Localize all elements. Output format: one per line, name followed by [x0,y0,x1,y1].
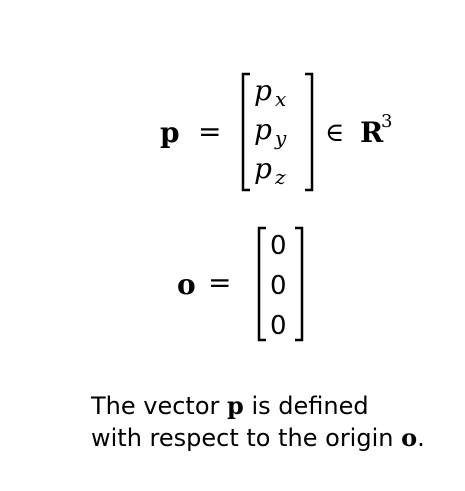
real-space-symbol: R [360,116,384,149]
vector-entry-z: p z [254,152,286,189]
caption-line-2: with respect to the origin o. [91,422,451,454]
caption-text: . [417,424,425,452]
equals-sign: = [208,266,231,299]
zero-entry: 0 [270,271,287,301]
exponent: 3 [381,111,392,132]
o-symbol: o [177,268,196,301]
caption-text: with respect to the origin [91,424,402,452]
left-bracket [241,72,250,192]
entry-subscript: x [275,87,286,111]
equation-p: p = p x p y p z ∈ R 3 [160,72,392,192]
caption: The vector p is defined with respect to … [91,390,451,454]
left-bracket [257,226,266,342]
zero-entry: 0 [270,311,287,341]
entry-subscript: y [274,126,287,150]
equals-sign: = [198,115,221,148]
equation-o: o = 0 0 0 [177,226,304,342]
p-symbol: p [160,116,180,149]
caption-line-1: The vector p is defined [91,390,451,422]
caption-text: The vector [91,392,228,420]
entry-base: p [254,152,272,185]
right-bracket [295,226,304,342]
vector-entry-x: p x [254,74,286,111]
right-bracket [305,72,314,192]
entry-base: p [254,74,272,107]
o-symbol: o [401,423,418,452]
entry-base: p [254,113,272,146]
zero-entry: 0 [270,231,287,261]
entry-subscript: z [274,165,286,189]
element-of-symbol: ∈ [325,118,344,148]
caption-text: is defined [243,392,369,420]
p-symbol: p [227,391,244,420]
vector-entry-y: p y [254,113,287,150]
